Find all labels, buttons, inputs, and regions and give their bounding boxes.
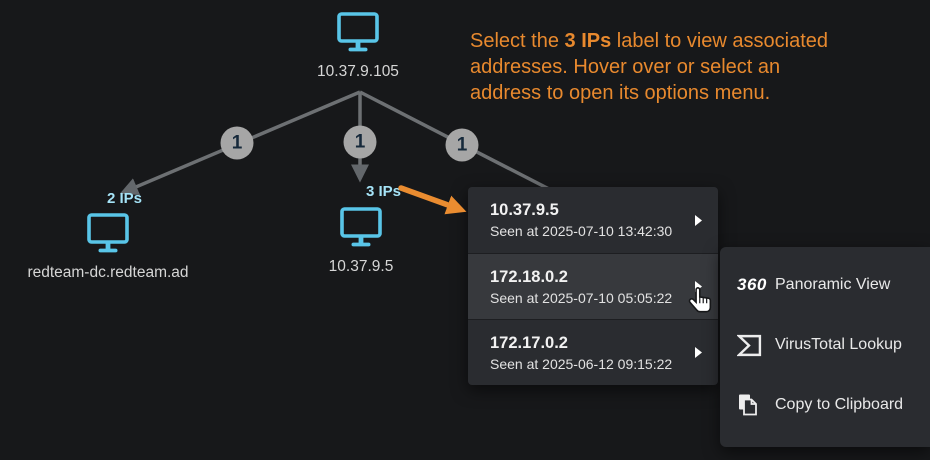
menu-item-copy-to-clipboard[interactable]: Copy to Clipboard [720,375,930,435]
ip-count-label-3ips[interactable]: 3 IPs [366,183,402,200]
instruction-line-1: Select the 3 IPs label to view associate… [470,30,829,52]
edge-count-badge: 1 [220,126,254,160]
address-seen-at: Seen at 2025-07-10 05:05:22 [490,289,673,306]
edge-count-badge: 1 [343,125,377,159]
node-10-37-9-5[interactable]: 10.37.9.5 [261,206,461,276]
address-ip: 172.17.0.2 [490,333,568,352]
ip-count-label-2ips[interactable]: 2 IPs [107,190,143,207]
address-row-10-37-9-5[interactable]: 10.37.9.5 Seen at 2025-07-10 13:42:30 [468,187,718,253]
node-label: 10.37.9.5 [328,258,394,275]
options-menu: 360 Panoramic View VirusTotal Lookup Cop… [720,247,930,447]
node-label: redteam-dc.redteam.ad [27,264,189,281]
menu-item-virustotal-lookup[interactable]: VirusTotal Lookup [720,315,930,375]
address-menu: 10.37.9.5 Seen at 2025-07-10 13:42:30 17… [468,187,718,385]
edge-count-badge: 1 [445,128,479,162]
expand-caret-icon[interactable] [694,214,703,227]
address-ip: 10.37.9.5 [490,201,559,219]
menu-item-label: Copy to Clipboard [775,396,904,413]
copy-icon [737,393,775,417]
menu-item-panoramic-view[interactable]: 360 Panoramic View [720,255,930,315]
panoramic-360-icon: 360 [737,275,767,294]
instruction-text: Select the 3 IPs label to view associate… [470,28,930,106]
hand-cursor-icon [686,286,716,323]
node-root-host[interactable]: 10.37.9.105 [258,11,458,81]
address-row-172-18-0-2[interactable]: 172.18.0.2 Seen at 2025-07-10 05:05:22 [468,253,718,319]
address-row-172-17-0-2[interactable]: 172.17.0.2 Seen at 2025-06-12 09:15:22 [468,319,718,385]
monitor-icon [340,207,382,247]
address-seen-at: Seen at 2025-06-12 09:15:22 [490,355,673,372]
monitor-icon [337,12,379,52]
address-seen-at: Seen at 2025-07-10 13:42:30 [490,223,673,239]
node-redteam-dc[interactable]: redteam-dc.redteam.ad [8,212,208,282]
instruction-line-2: addresses. Hover over or select an [470,56,781,78]
virustotal-icon [737,333,775,358]
monitor-icon [87,213,129,253]
menu-item-label: VirusTotal Lookup [775,336,902,353]
instruction-line-3: address to open its options menu. [470,82,771,104]
node-label: 10.37.9.105 [317,63,399,80]
address-ip: 172.18.0.2 [490,267,568,286]
menu-item-label: Panoramic View [775,276,891,293]
expand-caret-icon[interactable] [694,346,703,359]
